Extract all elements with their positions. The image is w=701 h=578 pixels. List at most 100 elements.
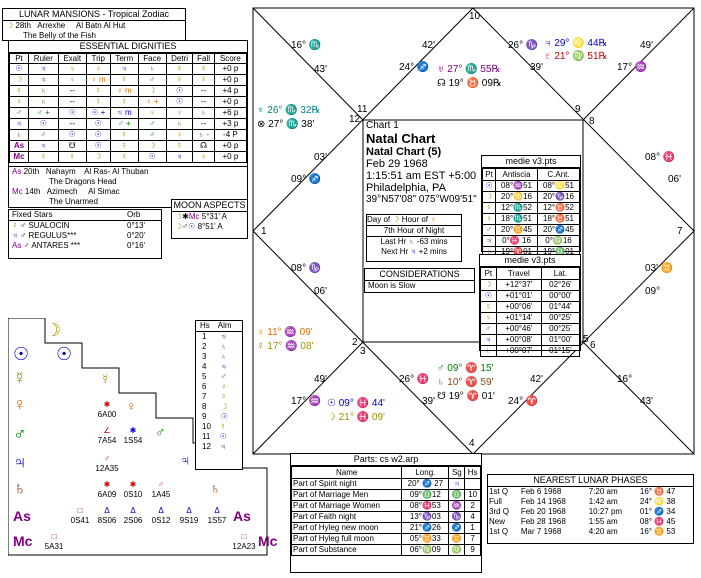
mars-icon: ♂ bbox=[437, 363, 445, 374]
cusp-label: 49' bbox=[314, 374, 328, 385]
hour-of-label: Hour of bbox=[401, 215, 428, 224]
cusp-label: 16° ♏ bbox=[291, 40, 322, 51]
table-row: ♂+00°46'00°25' bbox=[480, 323, 581, 335]
col-pt: Pt bbox=[481, 168, 497, 181]
uranus-placement: ♅ 27° ♏ 55℞ bbox=[437, 64, 501, 75]
col-long: Long. bbox=[401, 466, 450, 479]
table-row: ♄♂☉☉☿♂♀♄ --4 P bbox=[9, 129, 248, 141]
cusp-label: 08° ♑ bbox=[291, 263, 322, 274]
chart-coords: 39°N57'08" 075°W09'51" bbox=[366, 194, 477, 205]
mars-icon: ♂ bbox=[13, 424, 27, 444]
mercury-placement: ☿ 17° ♒ 08' bbox=[257, 341, 314, 352]
house-number: 4 bbox=[469, 438, 475, 449]
col-fall: Fall bbox=[192, 53, 215, 64]
sun-placement: ☉ 09° ♓ 44' bbox=[327, 398, 385, 409]
saturn-icon: ♄ bbox=[210, 480, 221, 496]
next-hour-label: Next Hr bbox=[381, 247, 409, 256]
cusp-label: 06' bbox=[668, 174, 682, 185]
next-hour-value: +2 mins bbox=[418, 247, 447, 256]
col-ruler: Ruler bbox=[27, 53, 59, 64]
moon-node-placement: ☊ 19° ♉ 09℞ bbox=[437, 78, 502, 89]
venus-icon: ♀ bbox=[257, 327, 265, 338]
col-hs: Hs bbox=[464, 466, 481, 479]
col-trip: Trip bbox=[85, 53, 111, 64]
table-row: ♃+00°08'01°00' bbox=[480, 334, 581, 346]
sun-icon: ☉ bbox=[327, 398, 336, 409]
cusp-label: 26° ♑ bbox=[508, 40, 539, 51]
mars-icon: ♂ bbox=[155, 424, 166, 440]
cusp-label: 08° ♓ bbox=[645, 152, 676, 163]
aspect-cell: ♂1A45 bbox=[151, 480, 171, 499]
ascendant-icon: As bbox=[233, 508, 251, 524]
cusp-label: 42' bbox=[422, 40, 436, 51]
considerations-text: Moon is Slow bbox=[368, 281, 416, 290]
col-pt: Pt bbox=[9, 53, 29, 64]
cusp-label: 17° ♒ bbox=[291, 396, 322, 407]
dignities-title: ESSENTIAL DIGNITIES bbox=[9, 41, 247, 53]
table-row: ♄+00°07'01°15' bbox=[480, 345, 581, 357]
table-row: ☽♃♀♀ m☿♂☿☿+0 p bbox=[9, 74, 248, 86]
aspect-grid bbox=[8, 318, 268, 556]
col-sg: Sg bbox=[448, 466, 466, 479]
mars-placement: ♂ 09° ♈ 15' bbox=[437, 363, 494, 374]
chart-time: 1:15:51 am EST +5:00 bbox=[366, 170, 477, 182]
aspect-cell: □0S41 bbox=[70, 506, 90, 525]
table-row: ♃☉--☉♂ +♂♄--+3 p bbox=[9, 118, 248, 130]
jupiter-placement: ♃ 29° ♌ 44℞ bbox=[544, 38, 608, 49]
cusp-label: 26° ♓ bbox=[399, 374, 430, 385]
fortune-placement: ⊗ 27° ♏ 38' bbox=[257, 119, 315, 130]
house-number: 10 bbox=[469, 11, 481, 22]
house-number: 5 bbox=[583, 334, 589, 345]
cusp-label: 09° ♐ bbox=[291, 174, 322, 185]
cusp-label: 39' bbox=[530, 62, 544, 73]
ascendant-icon: As bbox=[13, 508, 31, 524]
node-icon: ☊ bbox=[437, 78, 446, 89]
cusp-label: 03' ♊ bbox=[645, 263, 674, 274]
cusp-label: 16° bbox=[617, 374, 633, 385]
cusp-label: 03' bbox=[314, 152, 328, 163]
table-row: ♂♂ +☉☉ +♃ m♀♀♄+6 p bbox=[9, 107, 248, 119]
col-travel: Travel bbox=[495, 267, 542, 280]
considerations-title: CONSIDERATIONS bbox=[365, 269, 474, 281]
col-face: Face bbox=[137, 53, 167, 64]
saturn-icon: ♄ bbox=[437, 377, 445, 388]
planetary-hours: Day of ☽ Hour of ♀ 7th Hour of Night Las… bbox=[366, 214, 462, 262]
neptune-icon: ♆ bbox=[257, 105, 265, 116]
chart-date: Feb 29 1968 bbox=[366, 158, 428, 170]
house-number: 9 bbox=[575, 104, 581, 115]
fixed-stars-title: Fixed Stars bbox=[12, 210, 53, 219]
cusp-label: 09° bbox=[645, 286, 661, 297]
considerations-box: CONSIDERATIONS Moon is Slow bbox=[364, 268, 475, 293]
fortune-icon: ⊗ bbox=[257, 119, 266, 130]
last-hour-value: -63 mins bbox=[416, 237, 448, 246]
midheaven-icon: Mc bbox=[13, 533, 33, 549]
col-pt: Pt bbox=[480, 267, 497, 280]
table-row: ☿+00°06'01°44' bbox=[480, 301, 581, 313]
chart-number: Chart 1 bbox=[366, 120, 399, 131]
antiscia-title: medie v3.pts bbox=[482, 156, 580, 168]
chart-place: Philadelphia, PA bbox=[366, 182, 446, 194]
col-term: Term bbox=[109, 53, 139, 64]
house-number: 12 bbox=[349, 114, 361, 125]
table-row: ♀+01°14'00°25' bbox=[480, 312, 581, 324]
lunar-phases-title: NEAREST LUNAR PHASES bbox=[488, 475, 693, 487]
house-number: 11 bbox=[357, 104, 368, 115]
jupiter-icon: ♃ bbox=[13, 452, 27, 472]
aspect-cell: ✱0S10 bbox=[123, 480, 143, 499]
lunar-mansions-box: LUNAR MANSIONS - Tropical Zodiac ☽ 28th … bbox=[2, 8, 186, 41]
aspect-cell: □12A23 bbox=[232, 532, 256, 551]
